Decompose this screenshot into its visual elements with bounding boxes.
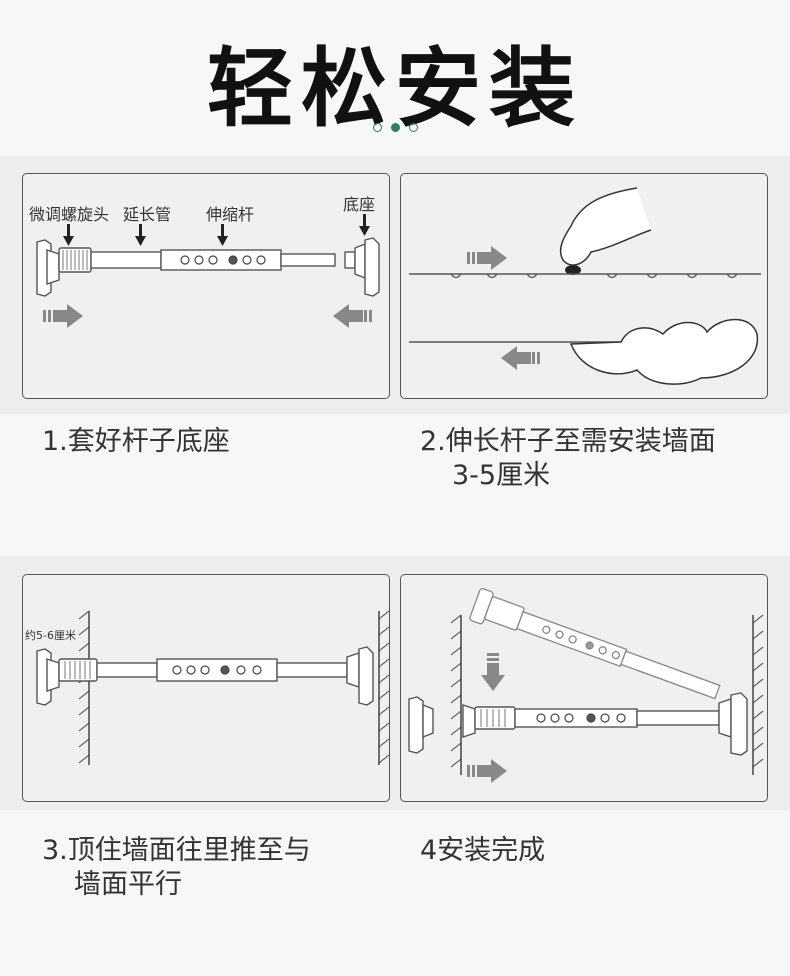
right-base <box>344 237 380 297</box>
adjust-holes <box>172 665 262 675</box>
push-right-arrow-icon <box>467 759 507 783</box>
push-down-arrow-icon <box>481 653 505 691</box>
rod-tilted <box>469 588 721 700</box>
thread-lines <box>62 250 88 270</box>
step3-line2: 墙面平行 <box>74 869 182 900</box>
step3-line1: 3.顶住墙面往里推至与 <box>42 835 311 866</box>
step4-text: 4安装完成 <box>420 834 545 868</box>
wall-hatch-right <box>378 610 389 764</box>
page-title: 轻松安装 <box>207 39 583 139</box>
step2-text: 2.伸长杆子至需安装墙面 3-5厘米 <box>420 425 716 493</box>
adjust-holes <box>536 713 626 723</box>
dot-active-icon <box>391 123 400 132</box>
step2-line1: 2.伸长杆子至需安装墙面 <box>420 426 716 457</box>
push-right-arrow-icon <box>43 304 83 328</box>
dot-icon <box>409 123 418 132</box>
rod-notches <box>450 273 738 279</box>
label-fine-tune: 微调螺旋头 <box>29 205 109 224</box>
step2-line2: 3-5厘米 <box>452 460 551 491</box>
label-telescopic: 伸缩杆 <box>206 205 254 224</box>
thread-lines <box>64 661 91 679</box>
push-left-arrow-icon <box>333 304 372 328</box>
push-left-arrow-icon <box>501 346 540 370</box>
wall-hatch-left <box>450 614 462 768</box>
step1-text: 1.套好杆子底座 <box>42 425 230 459</box>
wall-hatch-right <box>752 614 764 768</box>
step2-illustration <box>400 173 768 399</box>
thread-lines <box>480 709 506 727</box>
header: 轻松安装 <box>0 0 790 156</box>
rod-final <box>408 692 748 756</box>
step1-line1: 1.套好杆子底座 <box>42 426 230 457</box>
wall-hatch-left <box>78 610 90 764</box>
step3-illustration: 约5-6厘米 <box>22 574 390 802</box>
step4-illustration <box>400 574 768 802</box>
step4-line1: 4安装完成 <box>420 835 546 866</box>
step1-illustration: 微调螺旋头 延长管 伸缩杆 底座 <box>22 173 390 399</box>
label-base: 底座 <box>343 195 375 214</box>
pointer-arrows <box>63 214 370 246</box>
pagination-dots <box>373 123 418 133</box>
push-right-arrow-icon <box>467 246 507 270</box>
label-extension: 延长管 <box>123 205 171 224</box>
button-press <box>565 265 581 275</box>
hand-icon <box>569 318 759 385</box>
label-gap: 约5-6厘米 <box>25 629 76 642</box>
adjust-holes <box>180 255 266 265</box>
rod-assembly <box>36 646 374 706</box>
dot-icon <box>373 123 382 132</box>
step3-text: 3.顶住墙面往里推至与 墙面平行 <box>42 834 311 902</box>
finger-icon <box>559 187 652 266</box>
